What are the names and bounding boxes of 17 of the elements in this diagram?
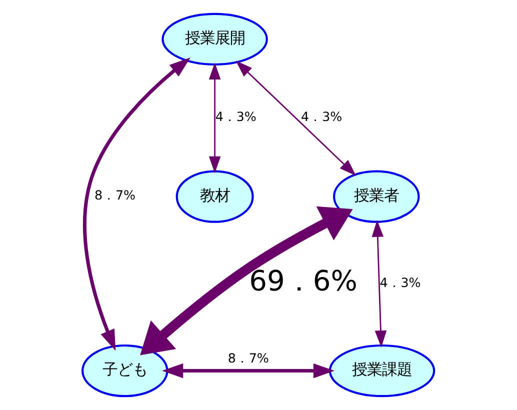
edge-label: 4．3% bbox=[380, 274, 421, 290]
node-ellipse: 授業者 bbox=[333, 170, 420, 223]
arrow bbox=[162, 363, 335, 378]
arrow bbox=[208, 62, 221, 174]
node-ellipse: 子ども bbox=[81, 344, 168, 398]
arrow bbox=[83, 58, 190, 351]
edge-label: 4．3% bbox=[215, 108, 256, 124]
edge-label: 69．6% bbox=[249, 264, 358, 298]
arrow bbox=[140, 206, 353, 356]
edge-label: 4．3% bbox=[301, 108, 342, 124]
node-ellipse: 教材 bbox=[176, 170, 254, 223]
arrow bbox=[236, 60, 356, 176]
edge-label: 8．7% bbox=[228, 350, 269, 366]
node-ellipse: 授業展開 bbox=[162, 12, 268, 66]
edge-label: 8．7% bbox=[94, 188, 136, 203]
arrow bbox=[372, 220, 387, 348]
node-ellipse: 授業課題 bbox=[328, 344, 436, 398]
